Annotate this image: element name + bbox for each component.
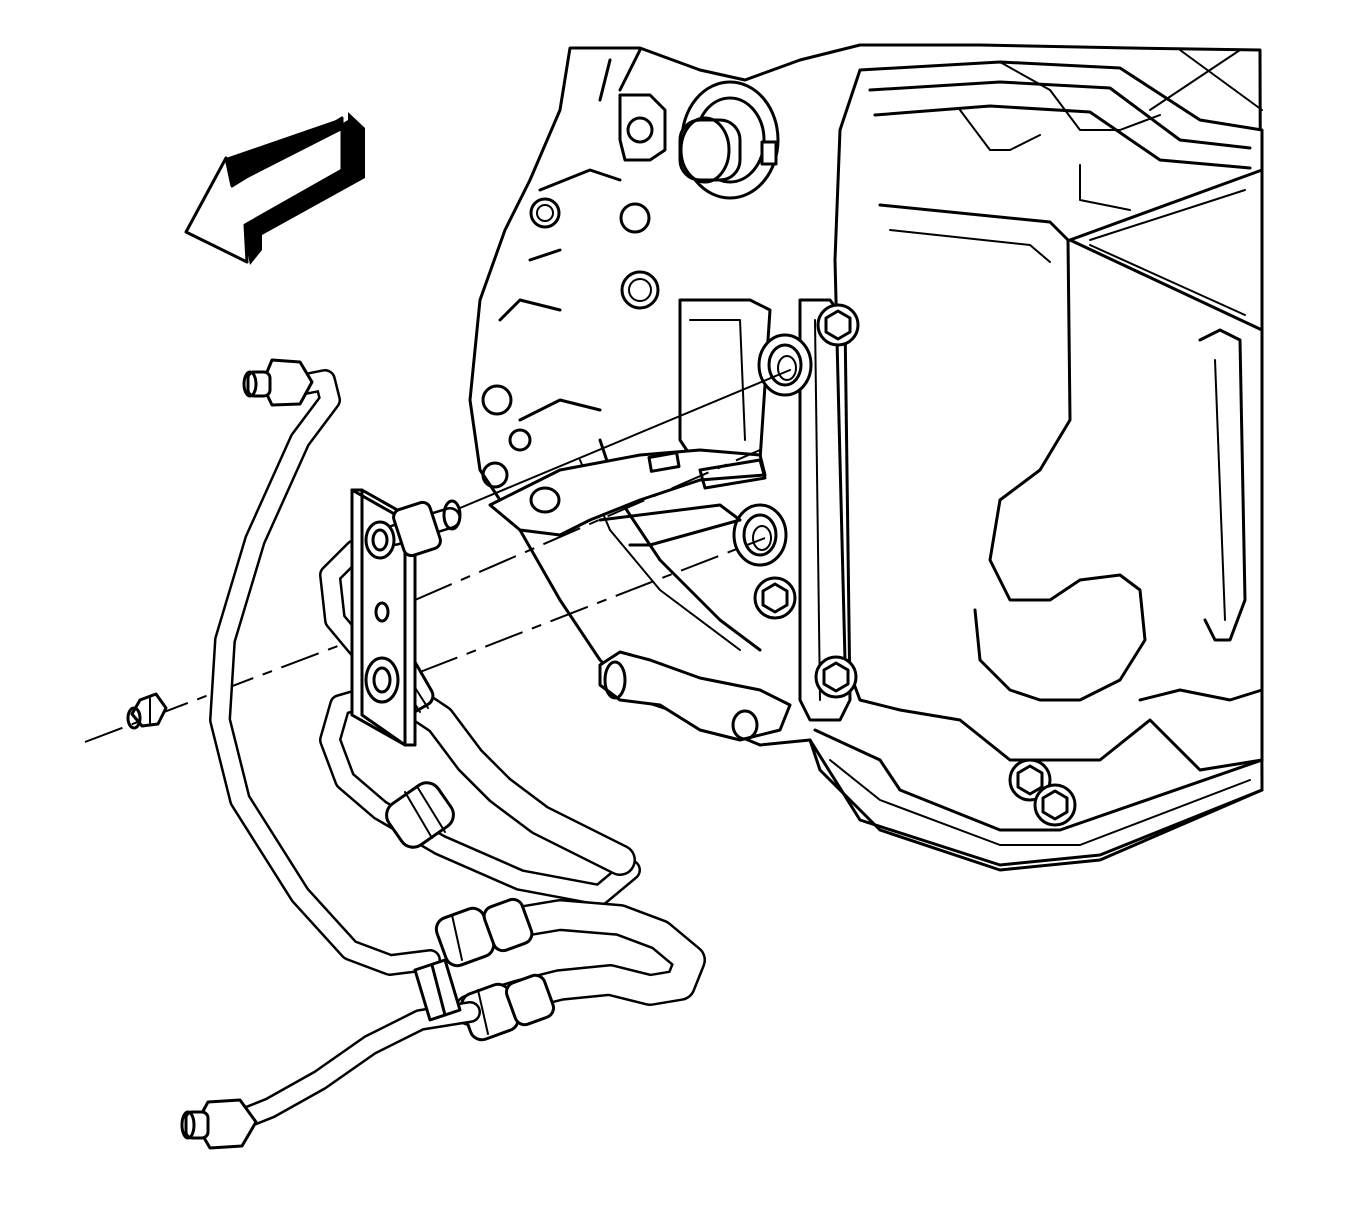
lower-cooler-port (732, 503, 788, 567)
flange-bolt (814, 655, 858, 699)
pan-bolt (1033, 783, 1077, 827)
cooler-hose-lower (434, 897, 706, 1042)
lower-tube-nut (364, 656, 400, 704)
upper-cooler-port (757, 333, 813, 397)
flange-bolt (816, 303, 860, 347)
upper-tube-nut (364, 499, 462, 560)
cooler-outlet-line (180, 958, 481, 1150)
direction-arrow-icon (184, 112, 365, 265)
upper-cooler-line (209, 358, 441, 976)
flange-bolt (753, 576, 797, 620)
bracket-nut (126, 692, 168, 730)
transmission-case (468, 43, 1264, 872)
